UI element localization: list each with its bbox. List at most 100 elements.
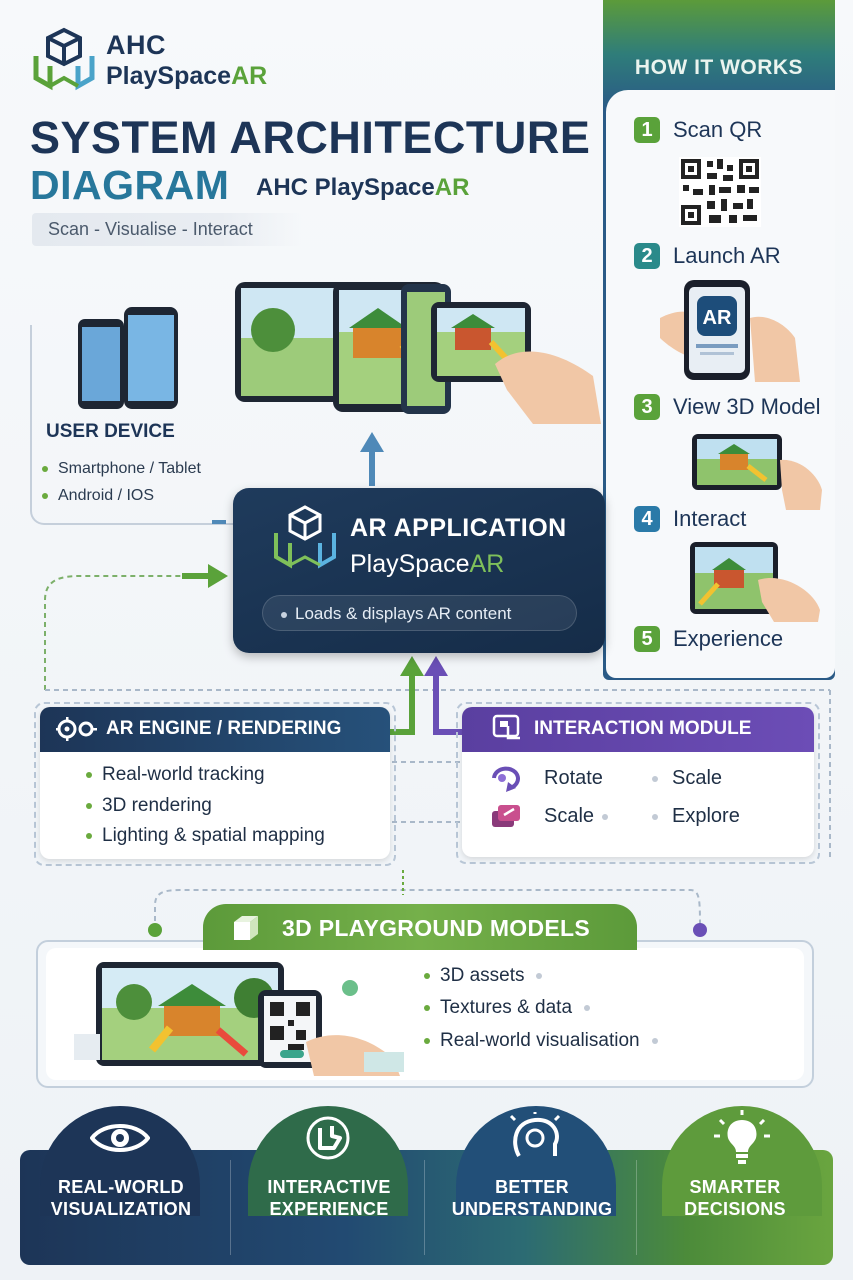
benefit-line1: INTERACTIVE bbox=[267, 1177, 391, 1197]
ar-engine-item-label: Lighting & spatial mapping bbox=[102, 825, 325, 846]
step-5-number: 5 bbox=[634, 626, 660, 652]
brand-name-main: PlaySpace bbox=[106, 62, 232, 90]
bullet-icon bbox=[281, 611, 287, 618]
page-title-line1: SYSTEM ARCHITECTURE bbox=[30, 112, 591, 163]
interaction-item-label: Scale bbox=[672, 767, 723, 789]
svg-text:AR: AR bbox=[703, 307, 732, 329]
bullet-icon bbox=[42, 492, 48, 499]
ar-application-name: PlaySpaceAR bbox=[350, 550, 504, 579]
page-title-line2: DIAGRAM bbox=[30, 162, 230, 208]
ar-application-title: AR APPLICATION bbox=[350, 514, 567, 542]
hand-pointer-icon bbox=[306, 1116, 350, 1160]
models-item: Real-world visualisation bbox=[424, 1030, 672, 1052]
models-item-label: Textures & data bbox=[440, 997, 573, 1018]
title-suffix-main: AHC PlaySpace bbox=[256, 174, 435, 201]
benefit-line2: EXPERIENCE bbox=[269, 1199, 389, 1219]
step-1-number: 1 bbox=[634, 117, 660, 143]
interaction-module-title: INTERACTION MODULE bbox=[534, 718, 752, 739]
user-device-item-label: Android / IOS bbox=[58, 487, 155, 504]
cube-logo-icon bbox=[33, 27, 95, 91]
benefit-line1: REAL-WORLD bbox=[58, 1177, 184, 1197]
ar-engine-item-label: 3D rendering bbox=[102, 795, 212, 816]
interaction-item-rotate: Rotate bbox=[544, 767, 603, 789]
user-device-title: USER DEVICE bbox=[46, 421, 175, 442]
cube-app-icon bbox=[274, 505, 336, 569]
models-header bbox=[203, 904, 637, 950]
interaction-item-explore: Explore bbox=[652, 805, 740, 828]
benefit-line2: VISUALIZATION bbox=[50, 1199, 192, 1219]
benefit-better-understanding: BETTER UNDERSTANDING bbox=[434, 1176, 630, 1220]
ar-application-description: Loads & displays AR content bbox=[262, 595, 577, 631]
bullet-icon bbox=[424, 1037, 430, 1044]
models-item: 3D assets bbox=[424, 965, 556, 987]
bullet-icon bbox=[424, 972, 430, 979]
ar-application-description-text: Loads & displays AR content bbox=[295, 604, 512, 623]
step-2-label: Launch AR bbox=[673, 243, 781, 268]
phone-ar-app-icon: AR bbox=[660, 280, 800, 382]
bullet-icon bbox=[651, 1037, 658, 1044]
step-1-label: Scan QR bbox=[673, 117, 763, 142]
bullet-icon bbox=[42, 465, 48, 472]
ar-engine-item: Real-world tracking bbox=[86, 764, 265, 786]
box-model-icon bbox=[234, 916, 258, 940]
app-name-ar: AR bbox=[469, 550, 505, 578]
ar-engine-item: Lighting & spatial mapping bbox=[86, 825, 325, 847]
bullet-icon bbox=[86, 771, 92, 778]
step-2-number: 2 bbox=[634, 243, 660, 269]
lightbulb-icon bbox=[714, 1110, 770, 1164]
benefit-line2: UNDERSTANDING bbox=[451, 1199, 613, 1219]
user-device-item: Smartphone / Tablet bbox=[42, 460, 201, 478]
ar-engine-header bbox=[40, 707, 390, 752]
bullet-icon bbox=[86, 832, 92, 839]
ar-engine-item-label: Real-world tracking bbox=[102, 764, 265, 785]
interaction-module-header bbox=[462, 707, 814, 752]
tagline: Scan - Visualise - Interact bbox=[32, 213, 302, 246]
benefit-real-world-visualization: REAL-WORLD VISUALIZATION bbox=[36, 1176, 206, 1220]
how-it-works-title: HOW IT WORKS bbox=[634, 56, 804, 79]
tablet-interact-icon bbox=[690, 542, 820, 622]
step-3-label: View 3D Model bbox=[673, 394, 821, 419]
interaction-item-scale: Scale bbox=[652, 767, 722, 790]
interaction-item-label: Explore bbox=[672, 805, 740, 827]
app-name-main: PlaySpace bbox=[350, 550, 470, 578]
page-title-suffix: AHC PlaySpaceAR bbox=[256, 174, 469, 202]
ar-engine-title: AR ENGINE / RENDERING bbox=[106, 718, 342, 739]
touch-screen-icon bbox=[492, 714, 520, 740]
qr-code-icon bbox=[679, 157, 761, 227]
ar-application-box bbox=[233, 488, 605, 653]
brand-name-line1: AHC bbox=[106, 30, 166, 60]
models-item: Textures & data bbox=[424, 997, 604, 1019]
user-device-item-label: Smartphone / Tablet bbox=[58, 460, 201, 477]
brand-logo: AHC PlaySpaceAR bbox=[28, 26, 268, 96]
smartphones-icon bbox=[78, 307, 178, 409]
interaction-module-frame bbox=[456, 702, 820, 864]
benefit-divider bbox=[424, 1160, 425, 1255]
bullet-icon bbox=[652, 813, 658, 820]
title-suffix-ar: AR bbox=[434, 174, 470, 201]
bullet-icon bbox=[536, 972, 543, 979]
step-4-number: 4 bbox=[634, 506, 660, 532]
playground-model-illustration bbox=[74, 962, 404, 1076]
benefit-smarter-decisions: SMARTER DECISIONS bbox=[650, 1176, 820, 1220]
bullet-icon bbox=[86, 802, 92, 809]
interaction-item-label: Scale bbox=[544, 805, 595, 827]
step-3-number: 3 bbox=[634, 394, 660, 420]
benefit-interactive-experience: INTERACTIVE EXPERIENCE bbox=[240, 1176, 418, 1220]
brand-name-ar: AR bbox=[231, 62, 268, 90]
ar-engine-item: 3D rendering bbox=[86, 795, 212, 817]
interaction-item-scale: Scale bbox=[544, 805, 622, 828]
ar-engine-frame bbox=[34, 702, 396, 866]
gears-icon bbox=[56, 717, 97, 741]
benefit-divider bbox=[636, 1160, 637, 1255]
ar-playground-devices-illustration bbox=[235, 282, 601, 424]
benefit-divider bbox=[230, 1160, 231, 1255]
bullet-icon bbox=[652, 775, 658, 782]
models-item-label: 3D assets bbox=[440, 965, 525, 986]
step-5-label: Experience bbox=[673, 626, 784, 651]
scale-icon bbox=[492, 805, 520, 827]
benefit-line1: SMARTER bbox=[689, 1177, 781, 1197]
step-4-label: Interact bbox=[673, 506, 747, 531]
head-gear-icon bbox=[509, 1112, 561, 1157]
models-item-label: Real-world visualisation bbox=[440, 1030, 640, 1051]
